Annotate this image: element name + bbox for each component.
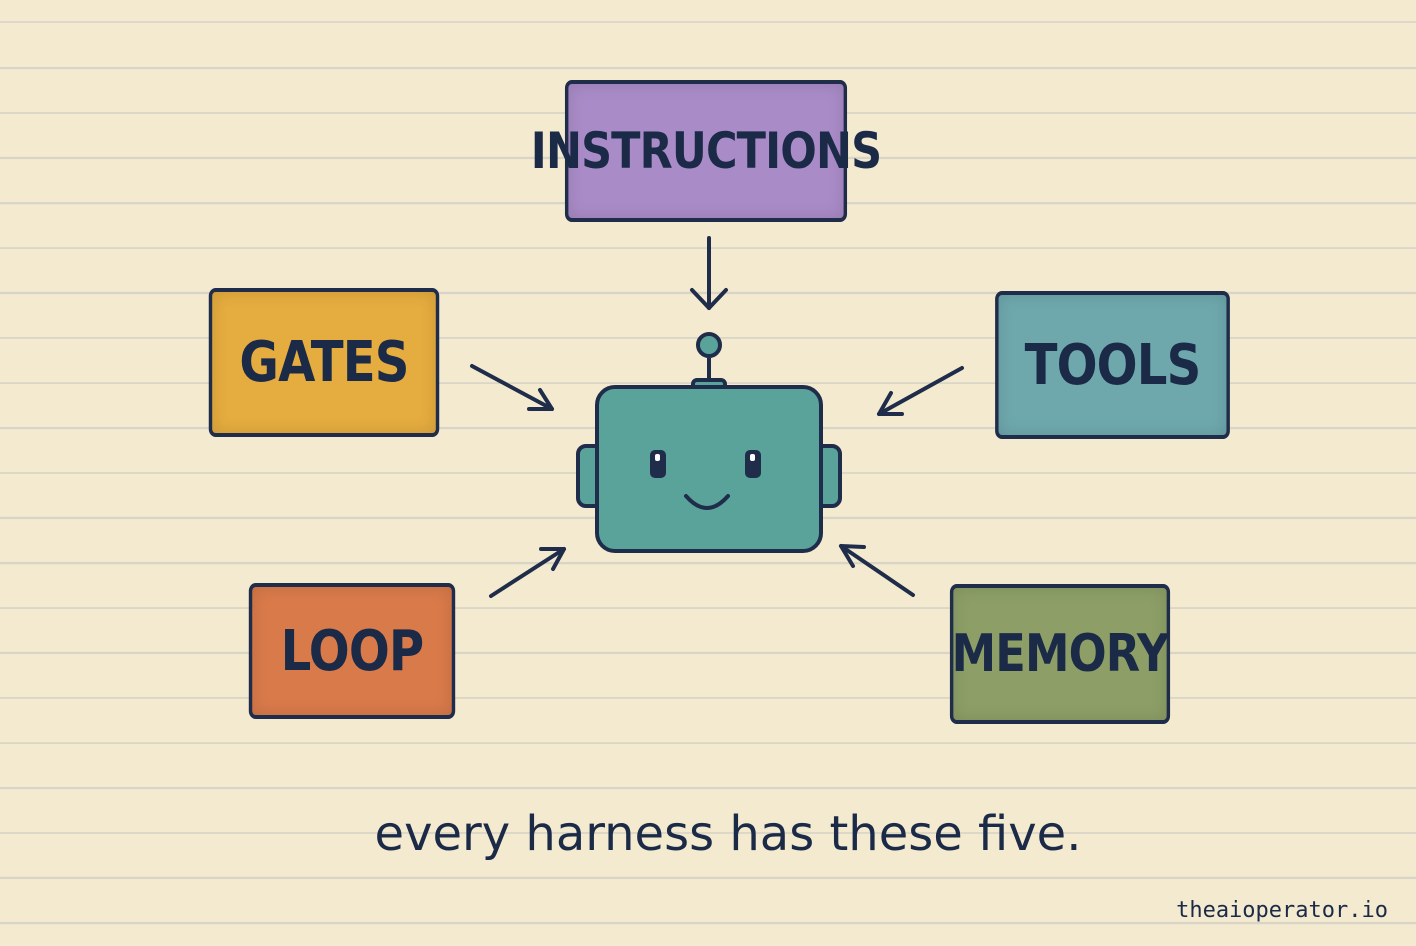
arrow-gates-to-robot (470, 364, 554, 411)
tools-box: TOOLS (995, 291, 1230, 439)
robot-smile (684, 494, 730, 510)
instructions-box: INSTRUCTIONS (531, 80, 882, 222)
robot-head (595, 385, 823, 553)
memory-label: MEMORY (951, 624, 1170, 684)
arrow-memory-to-robot (839, 544, 915, 597)
loop-label: LOOP (280, 618, 425, 684)
robot-right-eye (745, 450, 761, 478)
robot-left-eye (650, 450, 666, 478)
caption-text: every harness has these five. (374, 806, 1082, 862)
arrow-tools-to-robot (877, 366, 964, 416)
loop-box: LOOP (248, 583, 456, 719)
robot-icon (576, 332, 842, 553)
site-url: theaioperator.io (1176, 898, 1388, 923)
instructions-label: INSTRUCTIONS (530, 122, 882, 180)
arrow-loop-to-robot (489, 547, 566, 598)
arrow-instructions-to-robot (690, 236, 728, 310)
memory-box: MEMORY (949, 584, 1171, 724)
gates-label: GATES (239, 330, 409, 395)
robot-antenna (696, 332, 722, 358)
tools-label: TOOLS (1024, 332, 1202, 398)
gates-box: GATES (208, 288, 440, 437)
